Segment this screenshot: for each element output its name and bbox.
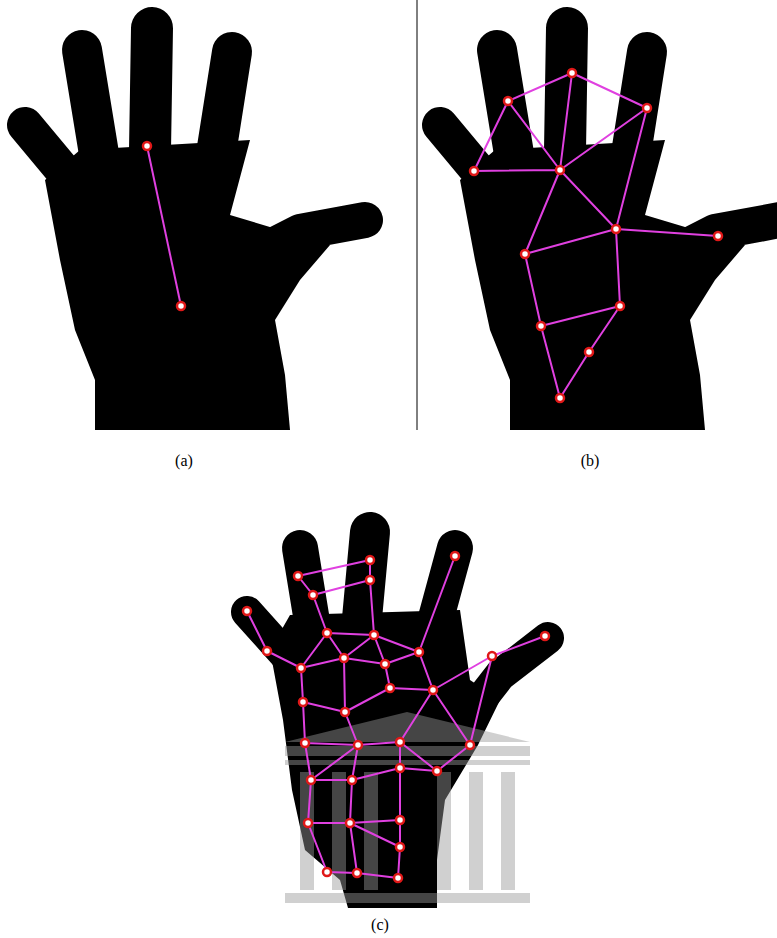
hand-silhouette <box>247 532 548 908</box>
graph-edge <box>474 73 718 398</box>
panel-label: (b) <box>581 452 600 470</box>
graph-edge <box>247 556 545 878</box>
watermark-logo <box>285 712 530 903</box>
panel-label: (c) <box>371 916 389 934</box>
graph-vertex <box>143 142 185 310</box>
hand-silhouette <box>440 28 777 430</box>
hand-silhouette <box>25 28 365 430</box>
panel-label: (a) <box>175 452 193 470</box>
graph-vertex <box>470 69 722 402</box>
panel-divider <box>417 0 418 430</box>
graph-edge <box>147 146 181 306</box>
graph-vertex <box>243 552 549 882</box>
